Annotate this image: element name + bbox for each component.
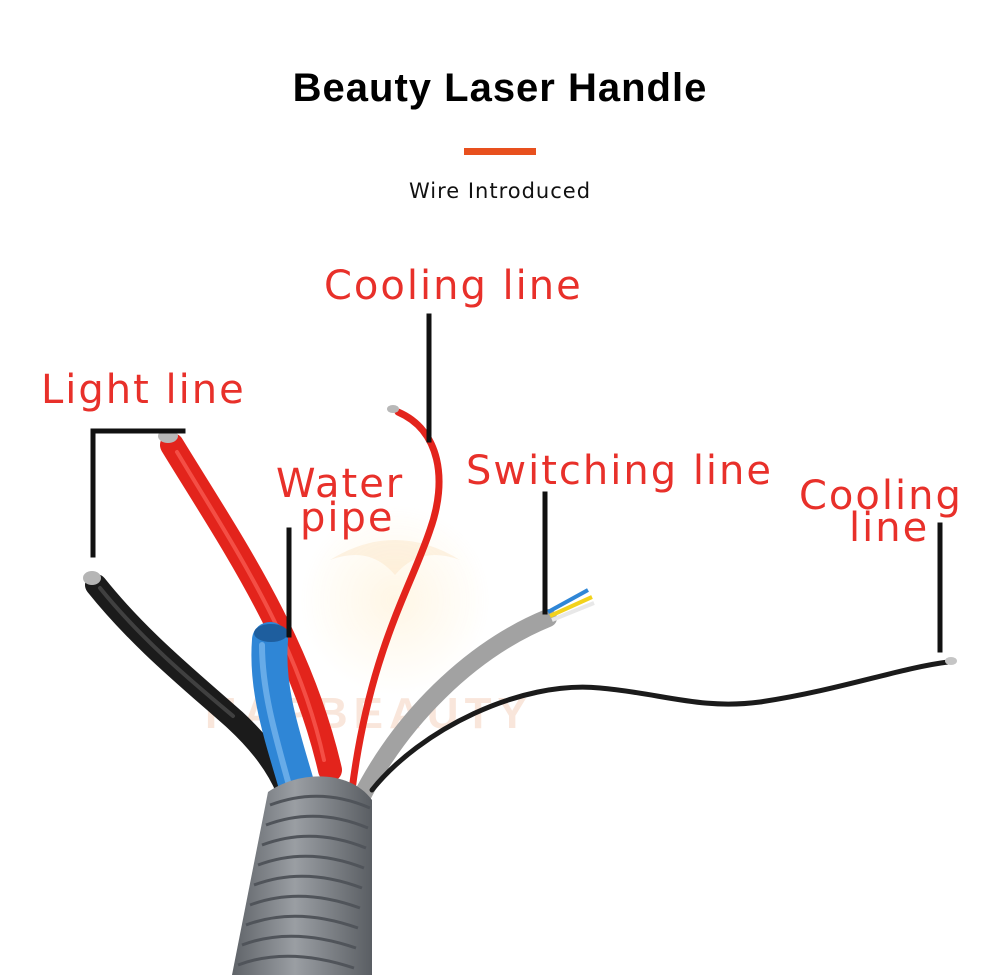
label-cooling-line-top: Cooling line xyxy=(324,263,583,309)
label-switching-line: Switching line xyxy=(466,448,774,494)
leader-lines xyxy=(90,313,943,653)
label-light-line: Light line xyxy=(41,367,246,413)
blue-water-pipe xyxy=(251,622,316,808)
corrugated-conduit xyxy=(232,776,372,975)
label-cooling-line-right-line2: line xyxy=(849,505,930,551)
black-cooling-wire xyxy=(369,657,957,793)
grey-switching-cable xyxy=(351,588,595,809)
label-water-pipe-line1: Water xyxy=(276,461,405,507)
label-cooling-line-right-line1: Cooling xyxy=(799,473,963,519)
leader-light-line xyxy=(90,428,186,558)
page-subtitle: Wire Introduced xyxy=(408,179,592,203)
label-water-pipe-line2: pipe xyxy=(300,495,395,541)
title-divider xyxy=(464,148,536,155)
watermark-logo xyxy=(300,505,490,695)
page-title: Beauty Laser Handle xyxy=(292,66,708,110)
